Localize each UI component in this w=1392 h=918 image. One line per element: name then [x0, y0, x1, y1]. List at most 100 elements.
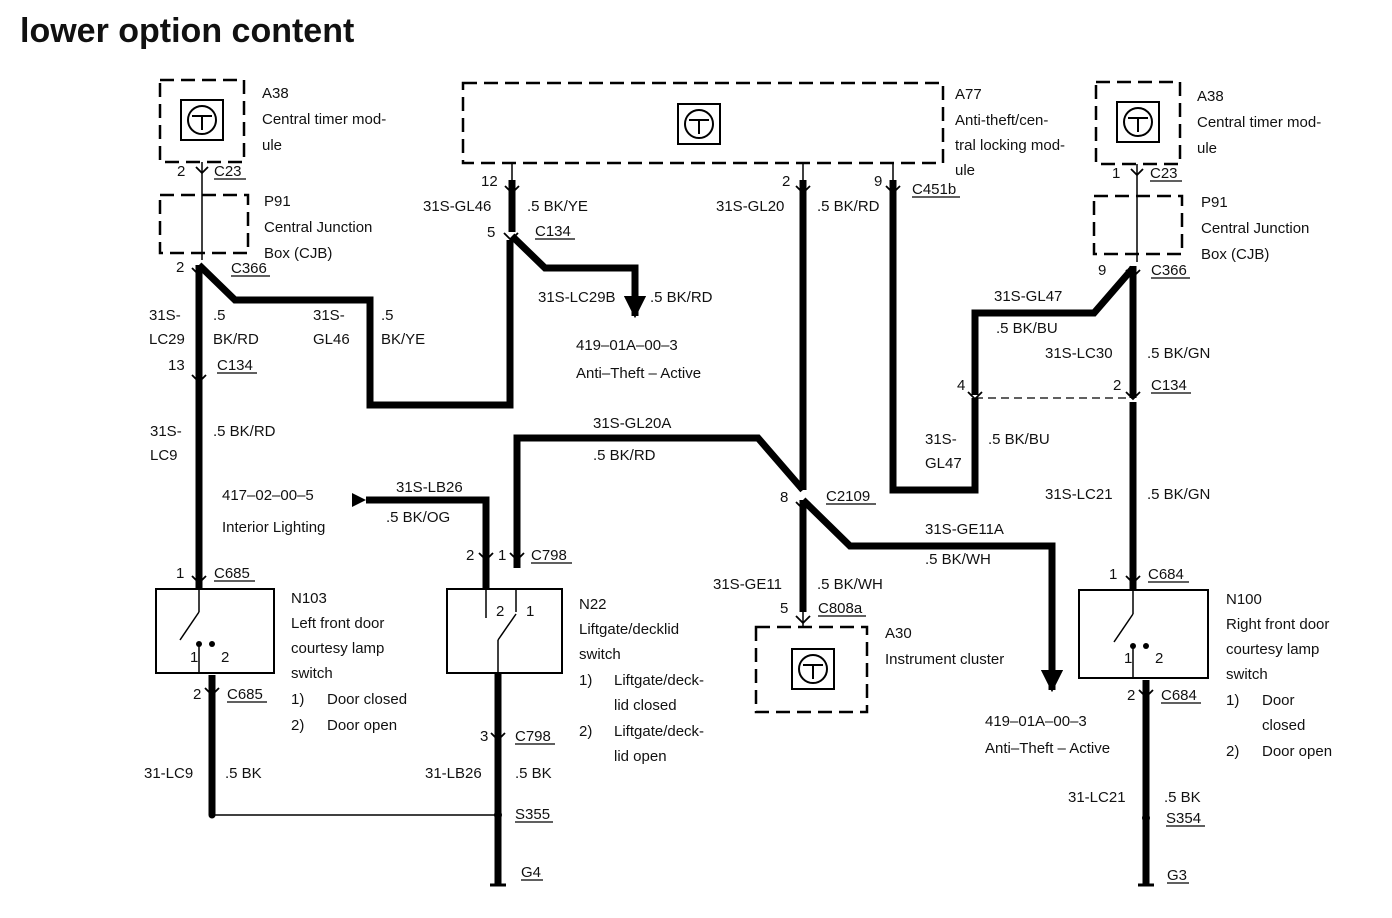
wire-gl47-top-circuit: 31S-GL47 [994, 288, 1062, 305]
p91-left-id: P91 [264, 193, 291, 210]
n103-id: N103 [291, 590, 327, 607]
interior-lighting-arrow-icon [352, 493, 366, 507]
pin-c134-5: 5 [487, 224, 495, 241]
a77-name-3: ule [955, 162, 975, 179]
connector-c23-left: C23 [214, 163, 242, 180]
wire-gl20-spec: .5 BK/RD [817, 198, 880, 215]
wire-ge11-spec: .5 BK/WH [817, 576, 883, 593]
wire-lc29-circuit-1: 31S- [149, 307, 181, 324]
connector-c366-left: C366 [231, 260, 267, 277]
diagram-title: lower option content [20, 12, 354, 50]
n103-switch-box [155, 588, 275, 674]
wire-lc29-spec-2: BK/RD [213, 331, 259, 348]
n22-pin-1: 1 [526, 603, 534, 620]
n22-state-2-line-1: Liftgate/deck- [614, 723, 704, 740]
pin-c685-1: 1 [176, 565, 184, 582]
wire-ge11-circuit: 31S-GE11 [713, 576, 782, 593]
n100-state-1-line-1: Door [1262, 692, 1295, 709]
p91-right-cjb-box [1092, 194, 1184, 256]
a38-left-id: A38 [262, 85, 289, 102]
reference-interior-code: 417–02–00–5 [222, 487, 314, 504]
connector-c808a: C808a [818, 600, 863, 617]
wire-lc9-circuit-1: 31S- [150, 423, 182, 440]
connector-c23-right: C23 [1150, 165, 1178, 182]
n22-name-2: switch [579, 646, 621, 663]
wire-gl46-left-spec-2: BK/YE [381, 331, 425, 348]
connector-c134-right: C134 [1151, 377, 1187, 394]
p91-left-name-2: Box (CJB) [264, 245, 332, 262]
wire-lc29-spec-1: .5 [213, 307, 226, 324]
n103-name-1: Left front door [291, 615, 384, 632]
pin-a77-9: 9 [874, 173, 882, 190]
wire-lc21-gnd-spec: .5 BK [1164, 789, 1201, 806]
wire-31s-lc29b [509, 233, 647, 319]
n103-state-2-text: Door open [327, 717, 397, 734]
wire-gl46-left-circuit-2: GL46 [313, 331, 350, 348]
pin-a77-12: 12 [481, 173, 498, 190]
n22-state-1-num: 1) [579, 672, 592, 689]
wire-gl20a-spec: .5 BK/RD [593, 447, 656, 464]
n103-state-1-text: Door closed [327, 691, 407, 708]
pin-c2109-8: 8 [780, 489, 788, 506]
wire-lb26-gnd-circuit: 31-LB26 [425, 765, 482, 782]
splice-s355: S355 [515, 806, 550, 823]
connector-c798-top: C798 [531, 547, 567, 564]
wire-lc9-spec: .5 BK/RD [213, 423, 276, 440]
p91-right-name-1: Central Junction [1201, 220, 1309, 237]
n100-pin-1: 1 [1124, 650, 1132, 667]
a77-name-2: tral locking mod- [955, 137, 1065, 154]
n100-id: N100 [1226, 591, 1262, 608]
reference-anti-theft-2-code: 419–01A–00–3 [985, 713, 1087, 730]
a38-left-name-2: ule [262, 137, 282, 154]
p91-left-name-1: Central Junction [264, 219, 372, 236]
module-icon [677, 103, 721, 145]
module-icon [180, 99, 224, 141]
wire-31s-gl46-left [196, 240, 514, 409]
s355-splice-dot [208, 811, 216, 819]
wire-lc9-gnd-circuit: 31-LC9 [144, 765, 193, 782]
wire-lc9-gnd-spec: .5 BK [225, 765, 262, 782]
wire-lc21-circuit: 31S-LC21 [1045, 486, 1113, 503]
a38-right-name-2: ule [1197, 140, 1217, 157]
n103-pin-2: 2 [221, 649, 229, 666]
pin-c134-13: 13 [168, 357, 185, 374]
wire-gl46-left-circuit-1: 31S- [313, 307, 345, 324]
ground-g4: G4 [521, 864, 541, 881]
module-icon [1116, 101, 1160, 143]
connector-c684-top: C684 [1148, 566, 1184, 583]
pin-c798-2: 2 [466, 547, 474, 564]
wire-gl47-bottom-spec: .5 BK/BU [988, 431, 1050, 448]
reference-anti-theft-2-label: Anti–Theft – Active [985, 740, 1110, 757]
connector-c134-left: C134 [217, 357, 253, 374]
wire-lc9-circuit-2: LC9 [150, 447, 178, 464]
a38-right-name-1: Central timer mod- [1197, 114, 1321, 131]
n100-pin-2: 2 [1155, 650, 1163, 667]
pin-a77-2: 2 [782, 173, 790, 190]
switch-contact-icon [179, 589, 215, 673]
n100-name-3: switch [1226, 666, 1268, 683]
wire-gl47-bottom-circuit-1: 31S- [925, 431, 957, 448]
connector-c684-bottom: C684 [1161, 687, 1197, 704]
n22-state-2-line-2: lid open [614, 748, 667, 765]
pin-a38l-2: 2 [177, 163, 185, 180]
switch-contact-icon [1113, 590, 1149, 678]
pin-c684-1: 1 [1109, 566, 1117, 583]
wire-lc21-gnd-circuit: 31-LC21 [1068, 789, 1126, 806]
wire-31s-lb26 [366, 496, 490, 588]
connector-c2109: C2109 [826, 488, 870, 505]
wire-gl20-circuit: 31S-GL20 [716, 198, 784, 215]
n22-name-1: Liftgate/decklid [579, 621, 679, 638]
wire-gl46-top-circuit: 31S-GL46 [423, 198, 491, 215]
connector-c685-top: C685 [214, 565, 250, 582]
p91-right-name-2: Box (CJB) [1201, 246, 1269, 263]
pin-p91r-9: 9 [1098, 262, 1106, 279]
a30-name: Instrument cluster [885, 651, 1004, 668]
a38-left-name-1: Central timer mod- [262, 111, 386, 128]
a38-right-id: A38 [1197, 88, 1224, 105]
module-icon [791, 648, 835, 690]
pin-c798-3: 3 [480, 728, 488, 745]
wire-lb26-circuit: 31S-LB26 [396, 479, 463, 496]
s354-splice-dot [1142, 814, 1150, 822]
n22-state-1-line-2: lid closed [614, 697, 677, 714]
